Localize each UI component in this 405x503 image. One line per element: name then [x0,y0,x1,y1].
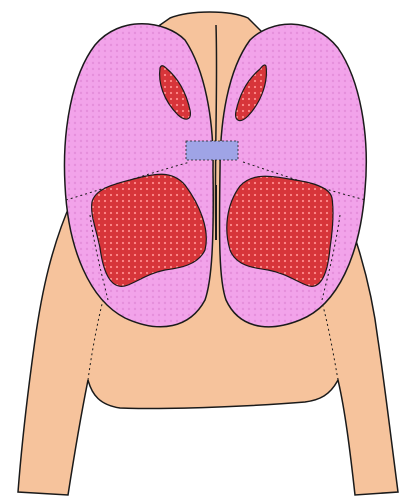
center-patch [186,141,238,160]
